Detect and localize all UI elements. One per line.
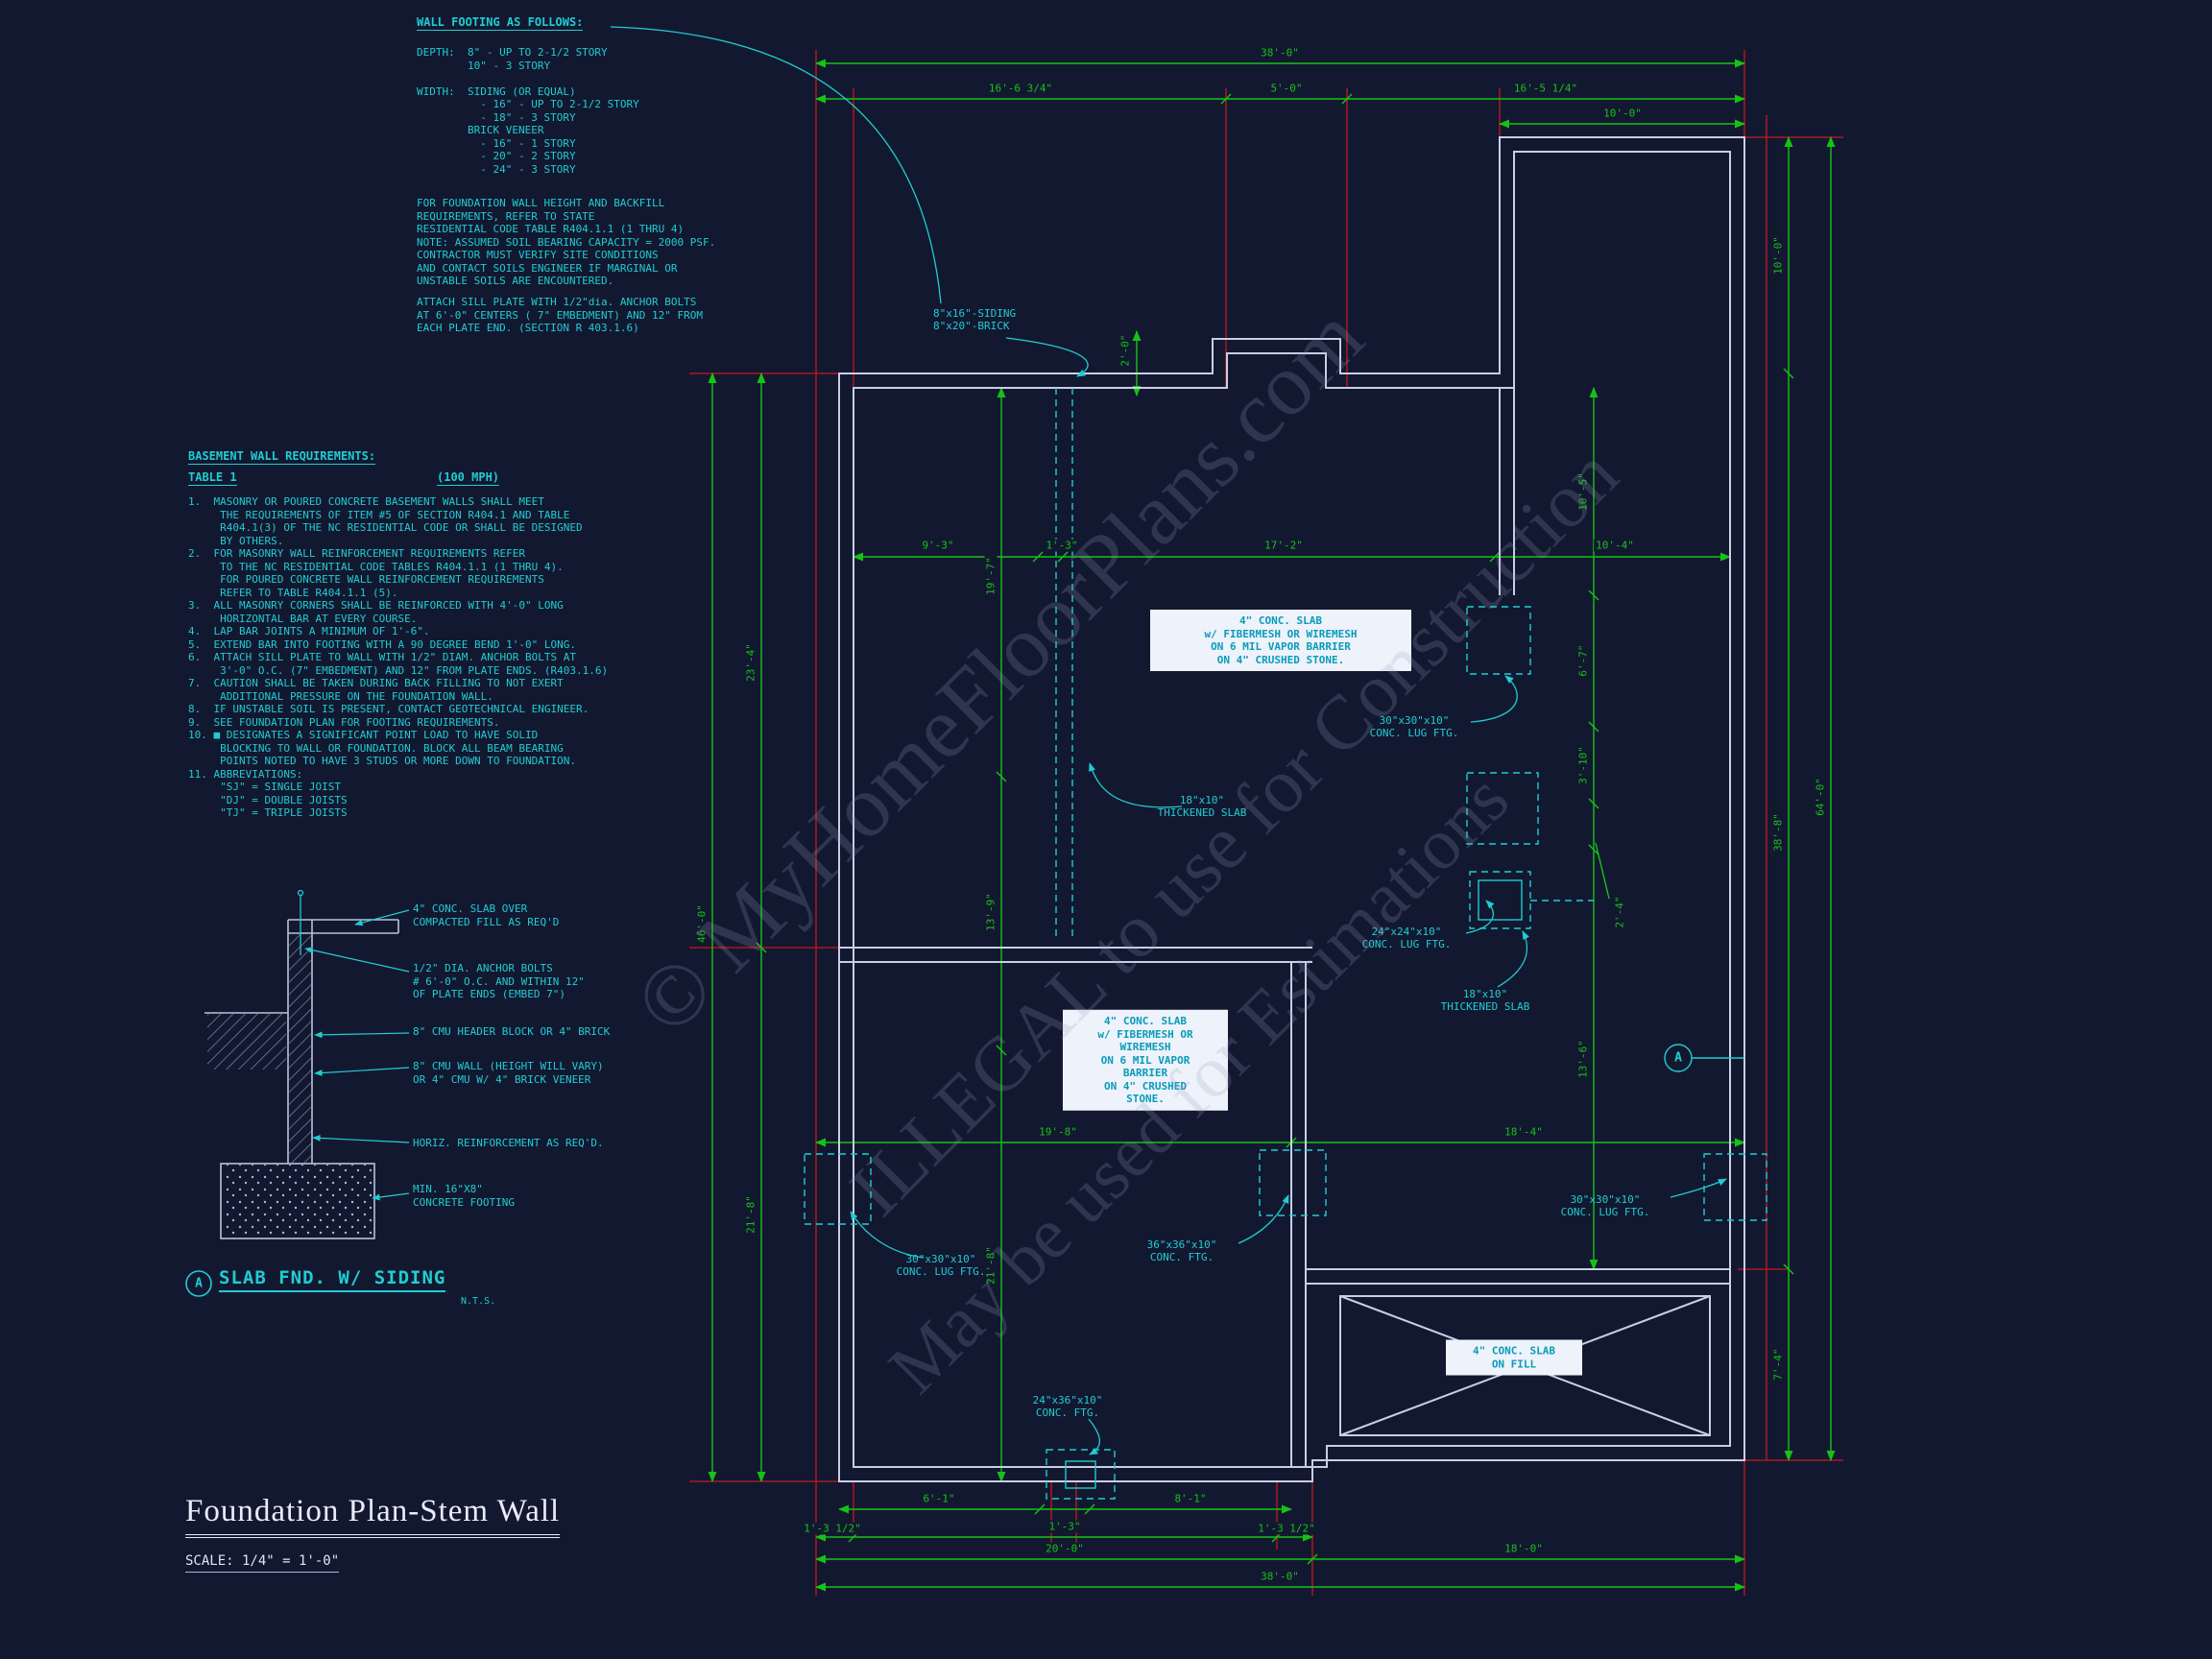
dimension-label: 38'-0" [1259,46,1301,60]
wall-footing-note: DEPTH: 8" - UP TO 2-1/2 STORY 10" - 3 ST… [417,46,639,176]
siding-brick-label: 8"x16"-SIDING 8"x20"-BRICK [933,307,1017,332]
dimension-label: 21'-8" [984,1244,998,1286]
dimension-label: 6'-1" [921,1492,957,1505]
foundation-walls [838,136,1745,1482]
dimension-label: 19'-8" [1037,1125,1079,1139]
dimension-label: 23'-4" [744,641,757,684]
slab-on-fill-label: 4" CONC. SLAB ON FILL [1446,1339,1582,1376]
sill-plate-note: ATTACH SILL PLATE WITH 1/2"dia. ANCHOR B… [417,296,704,334]
dimension-label: 21'-8" [744,1193,757,1236]
dimension-label: 8'-1" [1172,1492,1209,1505]
dimension-label: 10'-0" [1601,107,1644,120]
plan-marker-a: A [1674,1050,1682,1066]
dimension-label: 13'-6" [1576,1038,1590,1080]
dimension-label: 7'-4" [1771,1346,1785,1382]
dimension-label: 5'-0" [1268,82,1305,95]
leader-lines [610,26,1727,1455]
dimension-label: 64'-0" [1814,776,1827,818]
basement-mph-label: (100 MPH) [437,470,500,486]
wall-section-detail [185,889,410,1297]
dimension-label: 1'-3" [1046,1520,1083,1533]
thickened-slab-label-2: 18"x10" THICKENED SLAB [1440,988,1530,1013]
dimension-label: 10'-4" [1594,539,1636,552]
slab-note-2: 4" CONC. SLAB w/ FIBERMESH OR WIREMESH O… [1063,1009,1228,1111]
dimension-label: 10'-5" [1576,470,1590,513]
lug-footing-label-3: 30"x30"x10" CONC. LUG FTG. [1560,1193,1650,1218]
dimension-label: 10'-0" [1771,234,1785,276]
red-extension-lines [689,50,1843,1596]
dimension-label: 46'-0" [695,902,709,945]
detail-callout-slab: 4" CONC. SLAB OVER COMPACTED FILL AS REQ… [413,902,560,928]
dimension-label: 1'-3 1/2" [1256,1522,1317,1535]
lug-footing-24-label: 24"x24"x10" CONC. LUG FTG. [1361,926,1452,950]
foundation-code-note: FOR FOUNDATION WALL HEIGHT AND BACKFILL … [417,197,716,287]
basement-requirements-list: 1. MASONRY OR POURED CONCRETE BASEMENT W… [188,495,609,819]
dimension-label: 19'-7" [984,555,998,597]
dimension-ticks [756,93,1794,1565]
dimension-label: 1'-3" [1044,539,1080,552]
dimension-label: 16'-5 1/4" [1511,82,1580,95]
dimension-label: 13'-9" [984,891,998,933]
detail-nts: N.T.S. [461,1296,496,1307]
dimension-label: 38'-8" [1771,811,1785,854]
dimension-label: 38'-0" [1259,1570,1301,1583]
conc-footing-36-label: 36"x36"x10" CONC. FTG. [1146,1238,1217,1263]
dimension-label: 17'-2" [1262,539,1305,552]
dimension-label: 2'-4" [1613,894,1626,930]
detail-callout-header: 8" CMU HEADER BLOCK OR 4" BRICK [413,1025,611,1038]
slab-note-1: 4" CONC. SLAB w/ FIBERMESH OR WIREMESH O… [1150,610,1411,671]
wall-footing-title: WALL FOOTING AS FOLLOWS: [417,15,584,31]
sheet-scale: SCALE: 1/4" = 1'-0" [185,1553,340,1573]
dimension-label: 6'-7" [1576,642,1590,679]
detail-title: SLAB FND. W/ SIDING [219,1267,446,1292]
dimension-label: 20'-0" [1044,1542,1086,1555]
lug-footing-label-1: 30"x30"x10" CONC. LUG FTG. [1369,714,1459,739]
dimension-label: 16'-6 3/4" [986,82,1055,95]
dimension-label: 3'-10" [1576,744,1590,786]
basement-requirements-title: BASEMENT WALL REQUIREMENTS: [188,449,376,465]
conc-footing-24x36-label: 24"x36"x10" CONC. FTG. [1032,1394,1103,1419]
lug-footing-label-2: 30"x30"x10" CONC. LUG FTG. [896,1253,986,1278]
dimension-label: 9'-3" [920,539,956,552]
footing-solid-lines [1065,879,1744,1489]
detail-callout-cmu-wall: 8" CMU WALL (HEIGHT WILL VARY) OR 4" CMU… [413,1060,604,1086]
detail-callout-footing: MIN. 16"X8" CONCRETE FOOTING [413,1183,515,1209]
detail-callout-anchor: 1/2" DIA. ANCHOR BOLTS # 6'-0" O.C. AND … [413,962,585,1000]
detail-callout-horiz-reinf: HORIZ. REINFORCEMENT AS REQ'D. [413,1137,604,1149]
dimension-label: 2'-0" [1118,332,1132,369]
sheet-title: Foundation Plan-Stem Wall [185,1494,561,1538]
thickened-slab-label-1: 18"x10" THICKENED SLAB [1157,794,1247,819]
footing-dashed-lines [804,388,1767,1500]
dimension-label: 18'-0" [1503,1542,1545,1555]
dimension-label: 18'-4" [1503,1125,1545,1139]
detail-marker-a: A [195,1276,203,1291]
dimension-lines [708,59,1836,1592]
basement-table-label: TABLE 1 [188,470,237,486]
dimension-label: 1'-3 1/2" [802,1522,863,1535]
